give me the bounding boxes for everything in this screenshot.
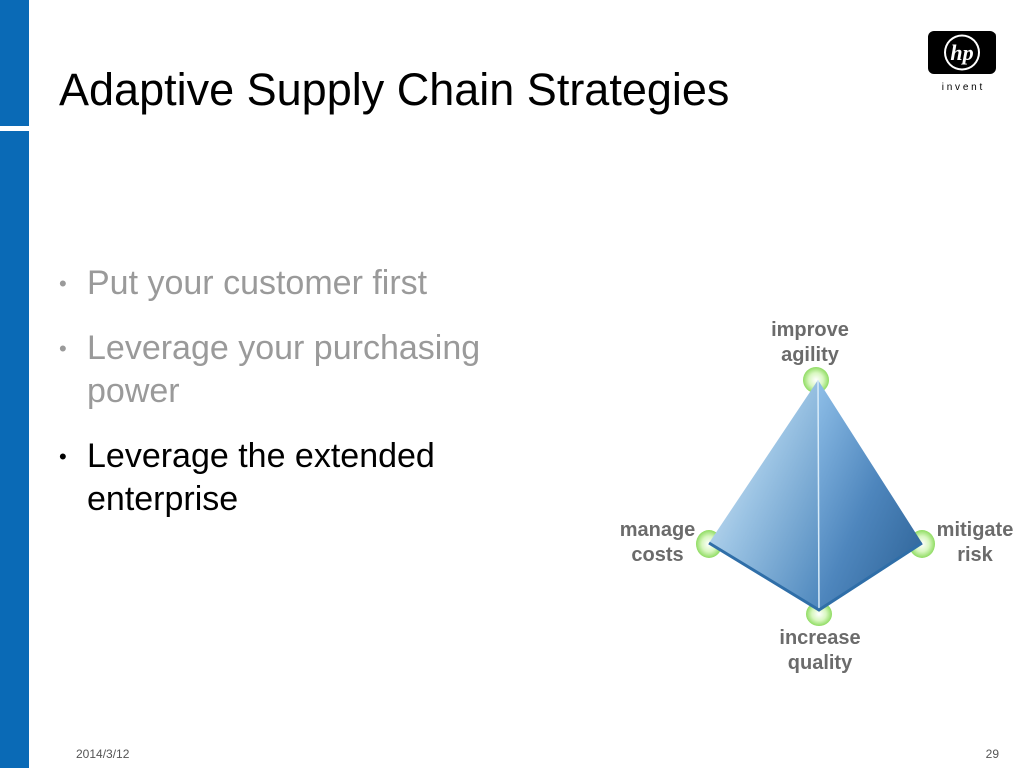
bullet-item: • Put your customer first	[59, 262, 539, 305]
accent-bar-top	[0, 0, 29, 126]
node-label-bottom: increase quality	[779, 627, 861, 674]
bullet-text: Leverage your purchasing power	[87, 329, 481, 410]
logo-registered: ®	[992, 33, 997, 40]
node-label-right: mitigate risk	[936, 519, 1014, 566]
pyramid-base-edge	[708, 541, 923, 612]
bullet-item: • Leverage your purchasing power	[59, 327, 539, 413]
node-glow-top-icon	[803, 367, 829, 393]
bullet-list: • Put your customer first • Leverage you…	[59, 262, 539, 543]
page-number: 29	[985, 747, 999, 761]
bullet-item: • Leverage the extended enterprise	[59, 435, 539, 521]
pyramid-graphic	[696, 367, 935, 626]
footer-date: 2014/3/12	[76, 747, 130, 761]
logo-tagline: i n v e n t	[942, 82, 983, 93]
bullet-text: Leverage the extended enterprise	[87, 437, 435, 518]
pyramid-center-edge	[817, 379, 820, 611]
hp-logo: hp ® i n v e n t	[928, 31, 997, 93]
bullet-dot-icon: •	[59, 336, 67, 361]
node-glow-bottom-icon	[806, 602, 832, 626]
slide-title: Adaptive Supply Chain Strategies	[59, 64, 730, 115]
bullet-text: Put your customer first	[87, 264, 428, 302]
node-label-top: improve agility	[771, 319, 849, 366]
pyramid-right-face	[818, 380, 922, 610]
node-label-left: manage costs	[619, 519, 696, 566]
pyramid-left-face	[709, 380, 819, 610]
bullet-dot-icon: •	[59, 271, 67, 296]
bullet-dot-icon: •	[59, 444, 67, 469]
logo-mark: hp	[950, 40, 973, 65]
pyramid-diagram: improve agility manage costs mitigate ri…	[600, 310, 1024, 690]
accent-bar-bottom	[0, 131, 29, 768]
